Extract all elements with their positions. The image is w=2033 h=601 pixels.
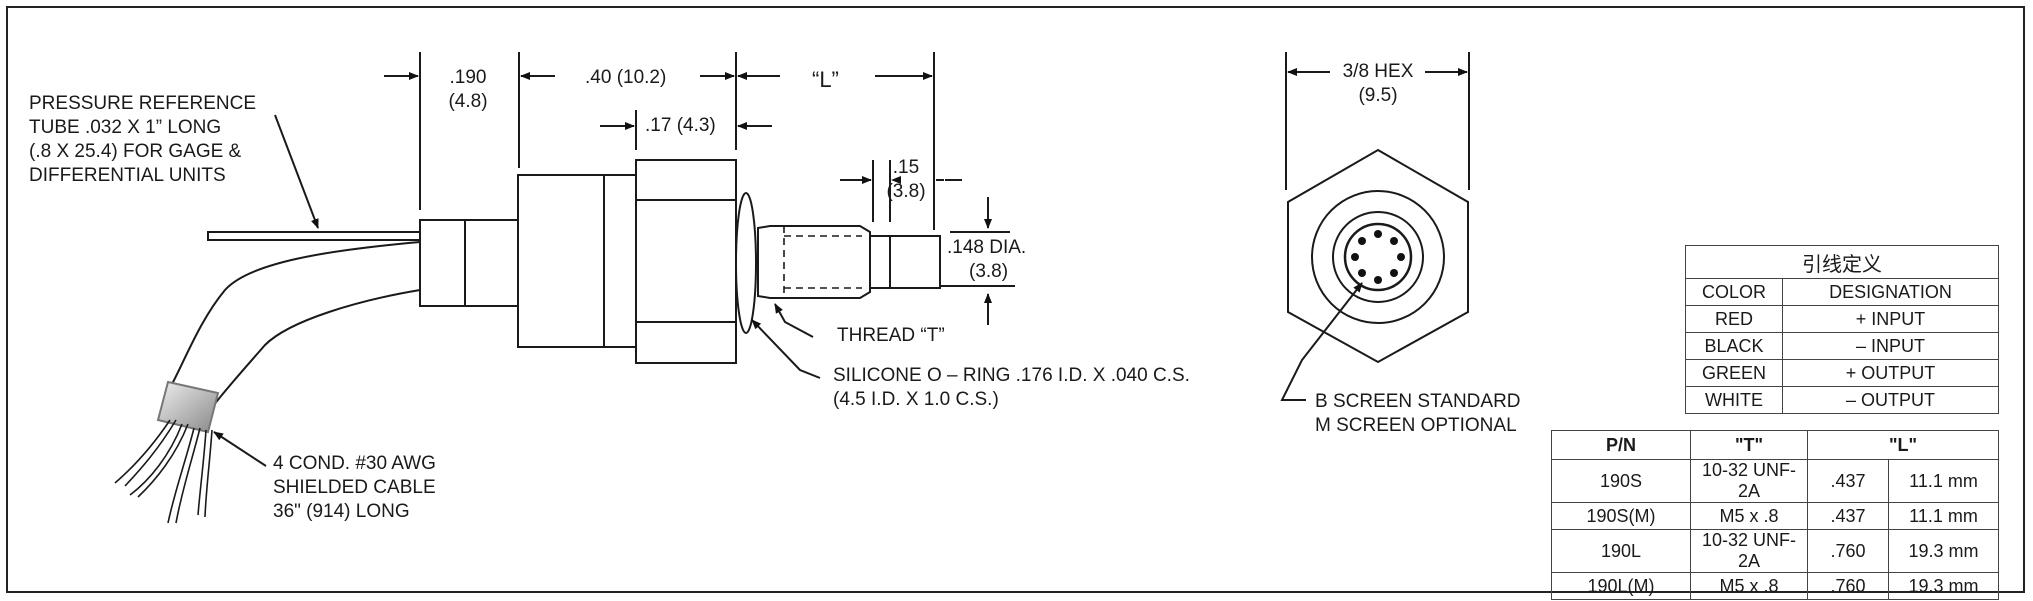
hex-dim: 3/8 HEX (9.5) bbox=[1328, 60, 1428, 108]
length-in-cell: .760 bbox=[1807, 572, 1889, 600]
o-ring-label: SILICONE O – RING .176 I.D. X .040 C.S. … bbox=[833, 364, 1190, 412]
wire-designation-table: 引线定义 COLOR DESIGNATION RED+ INPUT BLACK–… bbox=[1685, 245, 1999, 414]
screen-circle bbox=[1343, 222, 1413, 292]
screen-line2: M SCREEN OPTIONAL bbox=[1315, 415, 1517, 436]
table-row: GREEN+ OUTPUT bbox=[1685, 359, 1999, 387]
screen-label: B SCREEN STANDARD M SCREEN OPTIONAL bbox=[1315, 390, 1521, 438]
thread-cell: 10-32 UNF-2A bbox=[1690, 529, 1808, 573]
o-ring-line2: (4.5 I.D. X 1.0 C.S.) bbox=[833, 389, 999, 410]
thread-label: THREAD “T” bbox=[837, 325, 945, 346]
wire-color: GREEN bbox=[1685, 359, 1783, 387]
dim-40: .40 (10.2) bbox=[585, 67, 667, 88]
screen-holes bbox=[1351, 230, 1405, 284]
hex-end-view bbox=[1287, 148, 1469, 364]
dim-15: .15 (3.8) bbox=[876, 156, 936, 204]
cable-label: 4 COND. #30 AWG SHIELDED CABLE 36" (914)… bbox=[273, 452, 436, 524]
pressure-ref-line2: TUBE .032 X 1” LONG bbox=[29, 117, 222, 138]
cable-line1: 4 COND. #30 AWG bbox=[273, 453, 436, 474]
t-header: "T" bbox=[1690, 430, 1808, 460]
conductor-wires bbox=[114, 419, 213, 524]
length-mm-cell: 19.3 mm bbox=[1888, 572, 1999, 600]
wire-color: BLACK bbox=[1685, 332, 1783, 360]
wire-designation: – OUTPUT bbox=[1782, 386, 1999, 414]
pn-cell: 190S bbox=[1551, 459, 1691, 503]
pressure-ref-line4: DIFFERENTIAL UNITS bbox=[29, 165, 226, 186]
o-ring bbox=[735, 192, 757, 334]
wire-designation: + INPUT bbox=[1782, 305, 1999, 333]
cable-shield-band bbox=[156, 380, 220, 434]
dim-148-mm: (3.8) bbox=[969, 261, 1009, 282]
pressure-ref-line1: PRESSURE REFERENCE bbox=[29, 93, 256, 114]
cable-line3: 36" (914) LONG bbox=[273, 501, 410, 522]
screen-line1: B SCREEN STANDARD bbox=[1315, 391, 1521, 412]
wire-color: RED bbox=[1685, 305, 1783, 333]
cable-nut bbox=[419, 219, 519, 307]
port-tip bbox=[869, 235, 941, 289]
length-mm-cell: 11.1 mm bbox=[1888, 502, 1999, 530]
pressure-reference-label: PRESSURE REFERENCE TUBE .032 X 1” LONG (… bbox=[29, 92, 256, 188]
shielded-cable bbox=[169, 241, 421, 389]
table-row: WHITE– OUTPUT bbox=[1685, 386, 1999, 414]
hex-outer-ring bbox=[1311, 190, 1445, 324]
pn-cell: 190L(M) bbox=[1551, 572, 1691, 600]
wire-color: WHITE bbox=[1685, 386, 1783, 414]
dim-148-dia: .148 DIA. (3.8) bbox=[947, 236, 1026, 284]
dim-L: “L” bbox=[812, 67, 839, 92]
wire-header-designation: DESIGNATION bbox=[1782, 278, 1999, 306]
length-in-cell: .760 bbox=[1807, 529, 1889, 573]
length-in-cell: .437 bbox=[1807, 459, 1889, 503]
wire-designation: + OUTPUT bbox=[1782, 359, 1999, 387]
cable-line2: SHIELDED CABLE bbox=[273, 477, 436, 498]
dim-15-mm: (3.8) bbox=[886, 181, 926, 202]
dim-148-in: .148 DIA. bbox=[947, 237, 1027, 258]
pn-header: P/N bbox=[1551, 430, 1691, 460]
table-row: BLACK– INPUT bbox=[1685, 332, 1999, 360]
length-mm-cell: 11.1 mm bbox=[1888, 459, 1999, 503]
thread-cell: 10-32 UNF-2A bbox=[1690, 459, 1808, 503]
dim-190-in: .190 bbox=[449, 67, 487, 88]
drawing-frame bbox=[6, 6, 2025, 593]
hex-dim-mm: (9.5) bbox=[1358, 85, 1398, 106]
length-mm-cell: 19.3 mm bbox=[1888, 529, 1999, 573]
hex-dim-in: 3/8 HEX bbox=[1342, 61, 1414, 82]
table-row: RED+ INPUT bbox=[1685, 305, 1999, 333]
dim-190: .190 (4.8) bbox=[438, 66, 498, 114]
thread-cell: M5 x .8 bbox=[1690, 502, 1808, 530]
dim-190-mm: (4.8) bbox=[448, 91, 488, 112]
pressure-ref-line3: (.8 X 25.4) FOR GAGE & bbox=[29, 141, 242, 162]
reference-tube bbox=[207, 231, 421, 241]
length-in-cell: .437 bbox=[1807, 502, 1889, 530]
dim-17: .17 (4.3) bbox=[645, 115, 716, 136]
thread-cell: M5 x .8 bbox=[1690, 572, 1808, 600]
wire-table-title: 引线定义 bbox=[1685, 245, 1999, 279]
l-header: "L" bbox=[1807, 430, 1999, 460]
wire-designation: – INPUT bbox=[1782, 332, 1999, 360]
thread-section bbox=[757, 225, 871, 299]
pn-cell: 190L bbox=[1551, 529, 1691, 573]
wire-header-color: COLOR bbox=[1685, 278, 1783, 306]
dim-15-in: .15 bbox=[892, 157, 920, 178]
pn-cell: 190S(M) bbox=[1551, 502, 1691, 530]
o-ring-line1: SILICONE O – RING .176 I.D. X .040 C.S. bbox=[833, 365, 1190, 386]
hex-section bbox=[635, 159, 737, 364]
